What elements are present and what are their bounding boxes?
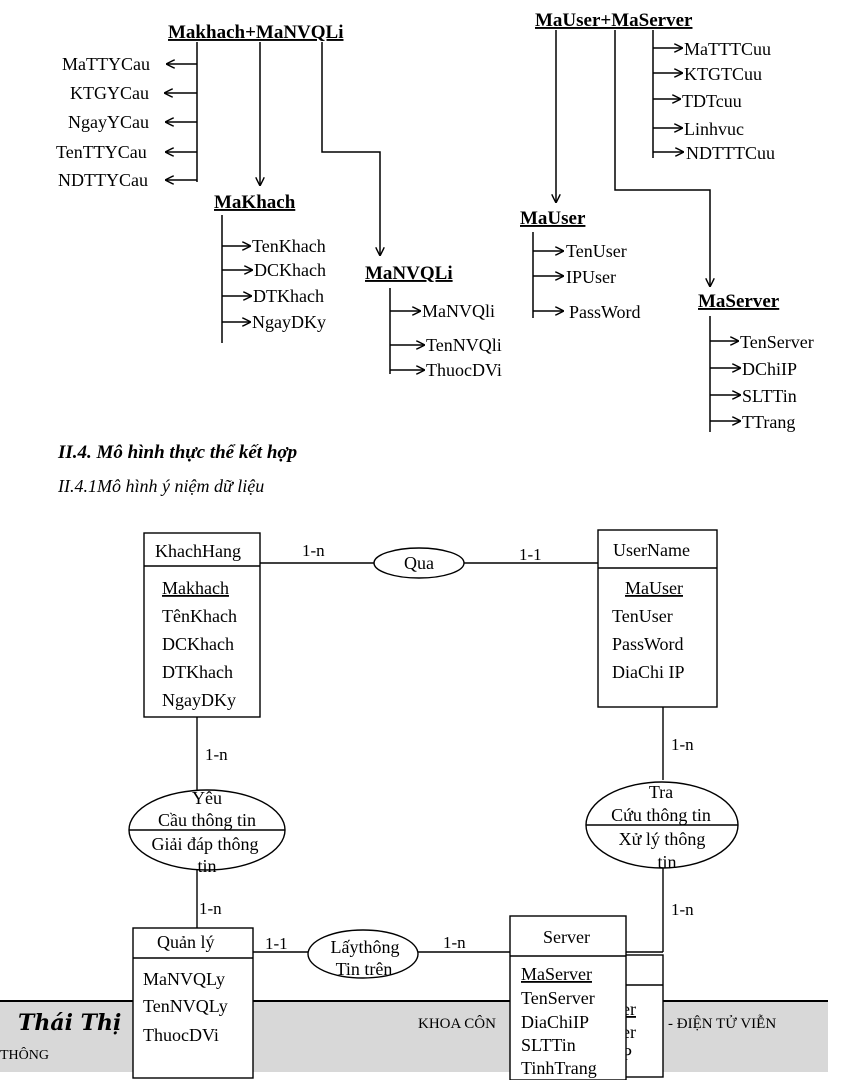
mauser-attr: PassWord — [569, 302, 641, 322]
cardinality-label: 1-n — [199, 899, 222, 918]
left-root-attr: MaTTYCau — [62, 54, 150, 74]
mauser-attr: TenUser — [566, 241, 627, 261]
page-footer: Thái Thị KHOA CÔN - ĐIỆN TỬ VIỄN THÔNG — [0, 1000, 828, 1072]
relationship-label: Tra — [649, 782, 673, 802]
entity-username: UserName MaUser TenUser PassWord DiaChi … — [597, 529, 718, 708]
relationship-label: tin — [657, 852, 676, 872]
left-root-key: Makhach+MaNVQLi — [168, 22, 344, 43]
entity-key: MaUser — [625, 578, 683, 598]
mauser-key: MaUser — [520, 208, 586, 229]
left-root-attr: NDTTYCau — [58, 170, 148, 190]
relationship-yeucau: Yêu Cầu thông tin Giải đáp thông tin — [128, 788, 286, 876]
entity-attr: DiaChi IP — [612, 662, 685, 682]
entity-khachhang: KhachHang Makhach TênKhach DCKhach DTKha… — [143, 532, 261, 718]
left-root-attr: KTGYCau — [70, 83, 149, 103]
relationship-label: Yêu — [192, 788, 222, 808]
maserver-attr: SLTTin — [742, 386, 797, 406]
footer-subline: THÔNG — [0, 1048, 49, 1063]
entity-attr: PassWord — [612, 634, 684, 654]
right-dependency-tree — [532, 30, 740, 432]
cardinality-label: 1-n — [671, 735, 694, 754]
right-root-attr: Linhvuc — [684, 119, 744, 139]
mauser-attr: IPUser — [566, 267, 616, 287]
manvqli-key: MaNVQLi — [365, 263, 453, 284]
entity-title: UserName — [613, 540, 690, 560]
cardinality-label: 1-n — [671, 900, 694, 919]
entity-title: KhachHang — [155, 541, 241, 561]
maserver-attr: TTrang — [742, 412, 795, 432]
section-subheading: II.4.1Mô hình ý niệm dữ liệu — [58, 476, 265, 496]
relationship-label: Xử lý thông — [619, 829, 706, 849]
right-root-attr: MaTTTCuu — [684, 39, 771, 59]
relationship-label: Giải đáp thông — [152, 834, 259, 854]
right-root-attr: KTGTCuu — [684, 64, 762, 84]
relationship-label: Lấythông — [331, 937, 400, 957]
entity-key: Makhach — [162, 578, 229, 598]
manvqli-attr: TenNVQli — [426, 335, 502, 355]
maserver-key: MaServer — [698, 291, 780, 312]
cardinality-label: 1-1 — [519, 545, 542, 564]
left-root-attr: NgayYCau — [68, 112, 149, 132]
makhach-attr: TenKhach — [252, 236, 326, 256]
maserver-attr: TenServer — [740, 332, 814, 352]
entity-attr: NgayDKy — [162, 690, 236, 710]
cardinality-label: 1-n — [443, 933, 466, 952]
footer-department-tail: - ĐIỆN TỬ VIỄN — [668, 1016, 777, 1032]
relationship-label: Cứu thông tin — [611, 805, 711, 825]
entity-attr: TênKhach — [162, 606, 237, 626]
left-root-attr: TenTTYCau — [56, 142, 147, 162]
right-root-key: MaUser+MaServer — [535, 10, 693, 31]
cardinality-label: 1-1 — [265, 934, 288, 953]
erd-connectors — [196, 562, 664, 953]
relationship-label: tin — [197, 856, 216, 876]
left-dependency-tree — [165, 42, 424, 374]
footer-department: KHOA CÔN — [418, 1016, 496, 1032]
manvqli-attr: MaNVQli — [422, 301, 495, 321]
makhach-key: MaKhach — [214, 192, 296, 213]
makhach-attr: DTKhach — [253, 286, 324, 306]
footer-author: Thái Thị — [18, 1010, 122, 1036]
entity-attr: DTKhach — [162, 662, 233, 682]
manvqli-attr: ThuocDVi — [426, 360, 502, 380]
cardinality-label: 1-n — [302, 541, 325, 560]
entity-attr: TenUser — [612, 606, 673, 626]
section-heading: II.4. Mô hình thực thể kết hợp — [58, 442, 298, 463]
relationship-label: Tin trên — [336, 959, 393, 979]
relationship-tracuu: Tra Cứu thông tin Xử lý thông tin — [585, 781, 739, 872]
makhach-attr: DCKhach — [254, 260, 326, 280]
maserver-attr: DChiIP — [742, 359, 797, 379]
right-root-attr: TDTcuu — [682, 91, 742, 111]
relationship-label: Qua — [404, 553, 434, 573]
right-root-attr: NDTTTCuu — [686, 143, 775, 163]
relationship-laythong: Lấythông Tin trên — [307, 929, 419, 979]
relationship-label: Cầu thông tin — [158, 810, 256, 830]
relationship-qua: Qua — [373, 547, 465, 579]
makhach-attr: NgayDKy — [252, 312, 326, 332]
cardinality-label: 1-n — [205, 745, 228, 764]
entity-attr: DCKhach — [162, 634, 234, 654]
